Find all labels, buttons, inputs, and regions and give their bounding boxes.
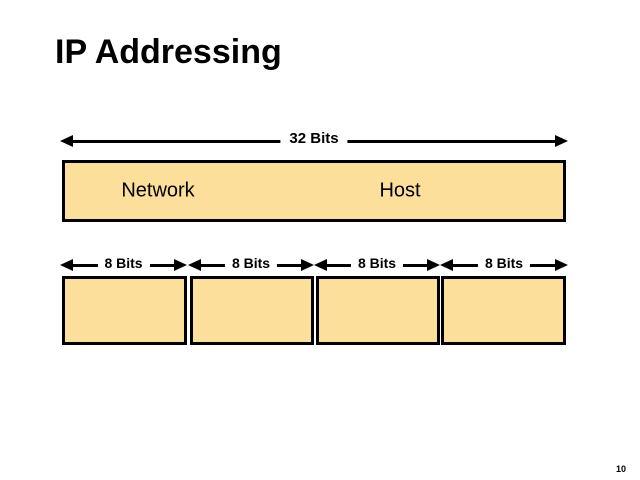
octet-arrow-3: 8 Bits [314, 253, 440, 275]
arrow-head-left-icon [60, 259, 73, 271]
arrow-head-left-icon [60, 135, 73, 147]
arrow-head-left-icon [314, 259, 327, 271]
total-width-arrow: 32 Bits [60, 129, 568, 151]
octet-box-2 [190, 276, 314, 345]
page-title: IP Addressing [55, 33, 282, 71]
octet-arrow-4: 8 Bits [440, 253, 568, 275]
field-label-host: Host [379, 179, 421, 202]
octet-arrow-2: 8 Bits [188, 253, 314, 275]
octet-arrow-label-4: 8 Bits [477, 253, 531, 273]
address-box: Network Host [62, 160, 566, 222]
total-width-label: 32 Bits [280, 129, 348, 149]
arrow-head-right-icon [427, 259, 440, 271]
arrow-head-left-icon [440, 259, 453, 271]
octet-box-1 [62, 276, 187, 345]
field-label-network: Network [121, 179, 195, 202]
arrow-head-right-icon [555, 259, 568, 271]
arrow-head-right-icon [301, 259, 314, 271]
octet-arrow-label-3: 8 Bits [350, 253, 404, 273]
octet-arrow-label-2: 8 Bits [224, 253, 278, 273]
arrow-head-left-icon [188, 259, 201, 271]
octet-arrow-label-1: 8 Bits [97, 253, 150, 273]
arrow-head-right-icon [555, 135, 568, 147]
octet-arrow-1: 8 Bits [60, 253, 187, 275]
page-number: 10 [615, 464, 626, 474]
arrow-head-right-icon [174, 259, 187, 271]
octet-box-3 [316, 276, 440, 345]
octet-box-4 [441, 276, 566, 345]
